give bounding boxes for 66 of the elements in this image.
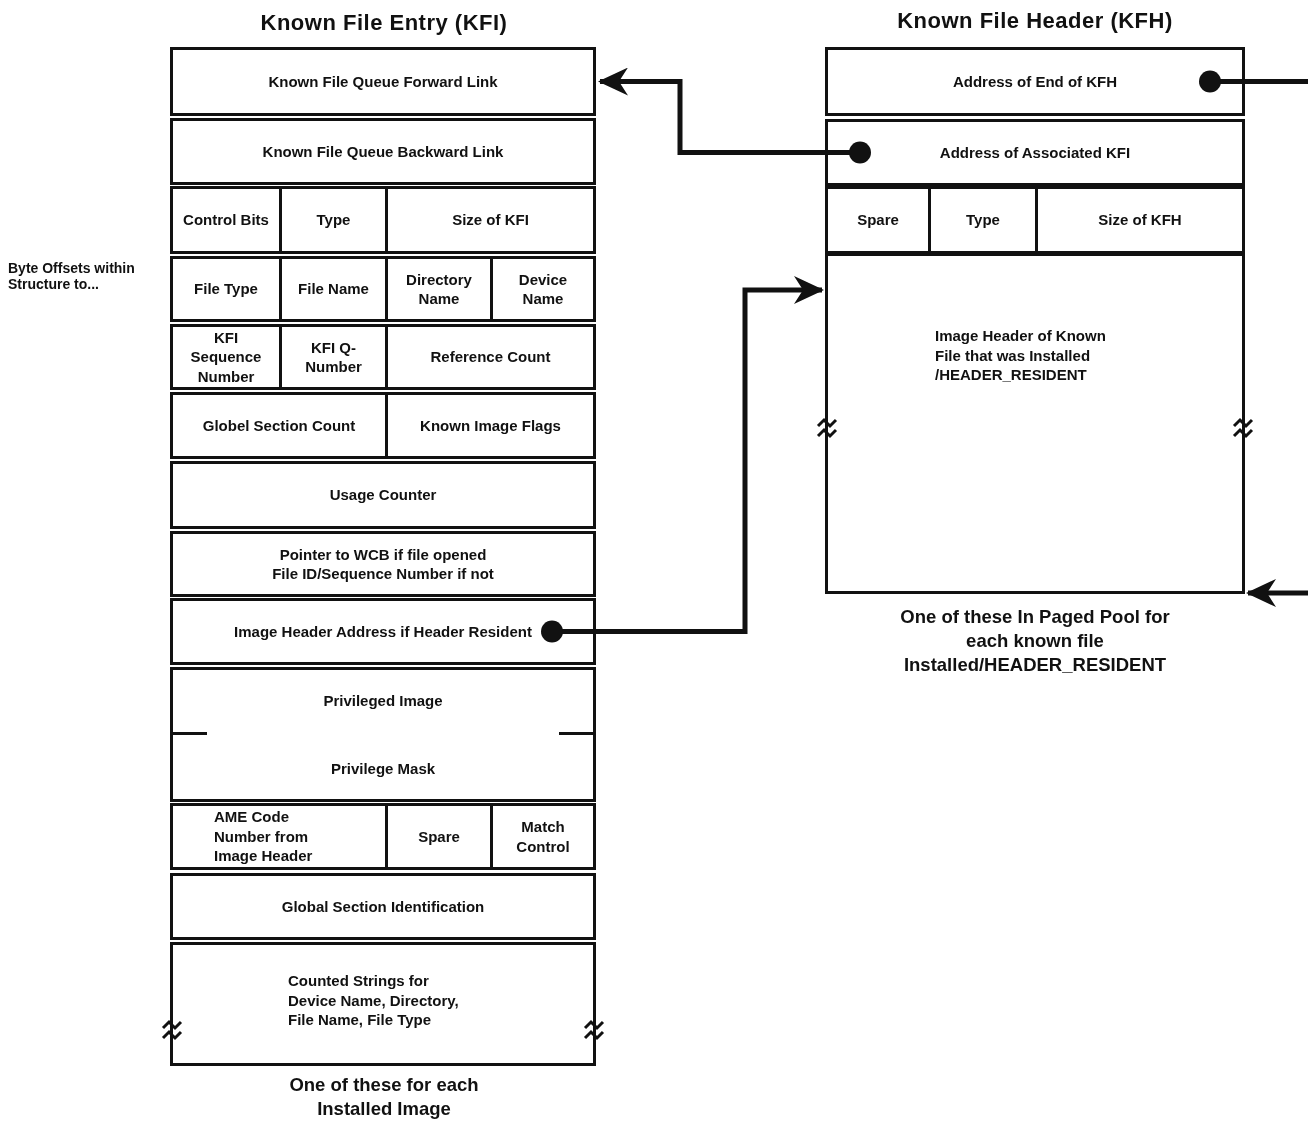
field-label: Image Header of Known File that was Installed /HEADER_RESIDENT [935,326,1107,385]
memory-field [385,803,493,870]
memory-field [170,873,596,940]
memory-field [170,598,596,665]
field-label: File Type [194,279,258,299]
memory-field [490,803,596,870]
field-label: Type [966,210,1000,230]
field-label: Privilege Mask [330,758,436,778]
pointer-arrow [598,67,871,164]
memory-field [825,119,1245,186]
memory-field [279,186,388,254]
field-label: Image Header Address if Header Resident [234,621,532,642]
memory-field [279,324,388,390]
field-label: Spare [418,826,460,847]
field-label: Size of KFI [452,210,529,230]
field-label: Usage Counter [329,485,437,505]
pointer-arrow [1246,579,1308,607]
memory-field [170,803,388,870]
field-label: Spare [857,210,899,230]
field-label: Known File Queue Backward Link [262,141,504,162]
memory-field [170,392,388,459]
structure-title: Known File Header (KFH) [896,8,1174,34]
field-label: Privileged Image [323,691,443,711]
memory-field [170,324,282,390]
memory-field [385,392,596,459]
field-label: Address of Associated KFI [939,142,1131,163]
field-label: Global Section Identification [281,896,485,917]
field-label: File ID/Sequence Number if not [272,564,494,584]
field-label: Pointer to WCB if file opened [279,544,487,564]
field-label: KFI Q-Number [304,337,363,377]
structure-caption: One of these In Paged Pool for each known file Installed/HEADER_RESIDENT [899,605,1171,678]
field-label: Size of KFH [1098,210,1182,230]
structure-title: Known File Entry (KFI) [259,10,509,36]
memory-field [170,531,596,597]
field-label: Known Image Flags [420,415,561,436]
memory-field [170,118,596,185]
memory-field [385,256,493,322]
field-label: AME Code Number from Image Header [214,807,314,866]
field-label: Device Name [517,269,569,309]
pointer-arrow [541,276,824,643]
memory-field [928,186,1038,254]
field-label: Globel Section Count [202,415,356,436]
field-label: Reference Count [430,347,551,367]
field-label: KFI Sequence Number [189,327,263,387]
field-label: Type [316,210,351,230]
memory-field [279,256,388,322]
field-label: Directory Name [405,269,473,309]
structure-caption: One of these for each Installed Image [288,1073,480,1122]
field-label: Known File Queue Forward Link [268,71,498,92]
memory-field [385,324,596,390]
field-label: Control Bits [183,210,269,230]
field-label: File Name [298,279,369,299]
field-label: Counted Strings for Device Name, Directory, File Name, File Type [288,971,460,1030]
memory-field [490,256,596,322]
memory-field [385,186,596,254]
memory-field [170,667,596,802]
memory-field [170,256,282,322]
memory-field [1035,186,1245,254]
memory-field [825,186,931,254]
memory-field [170,47,596,116]
field-label: Address of End of KFH [952,71,1118,92]
note-text: Byte Offsets within Structure to... [8,260,136,293]
memory-field [170,186,282,254]
memory-field [170,461,596,529]
field-label: Match Control [515,817,571,856]
memory-field [825,47,1245,116]
